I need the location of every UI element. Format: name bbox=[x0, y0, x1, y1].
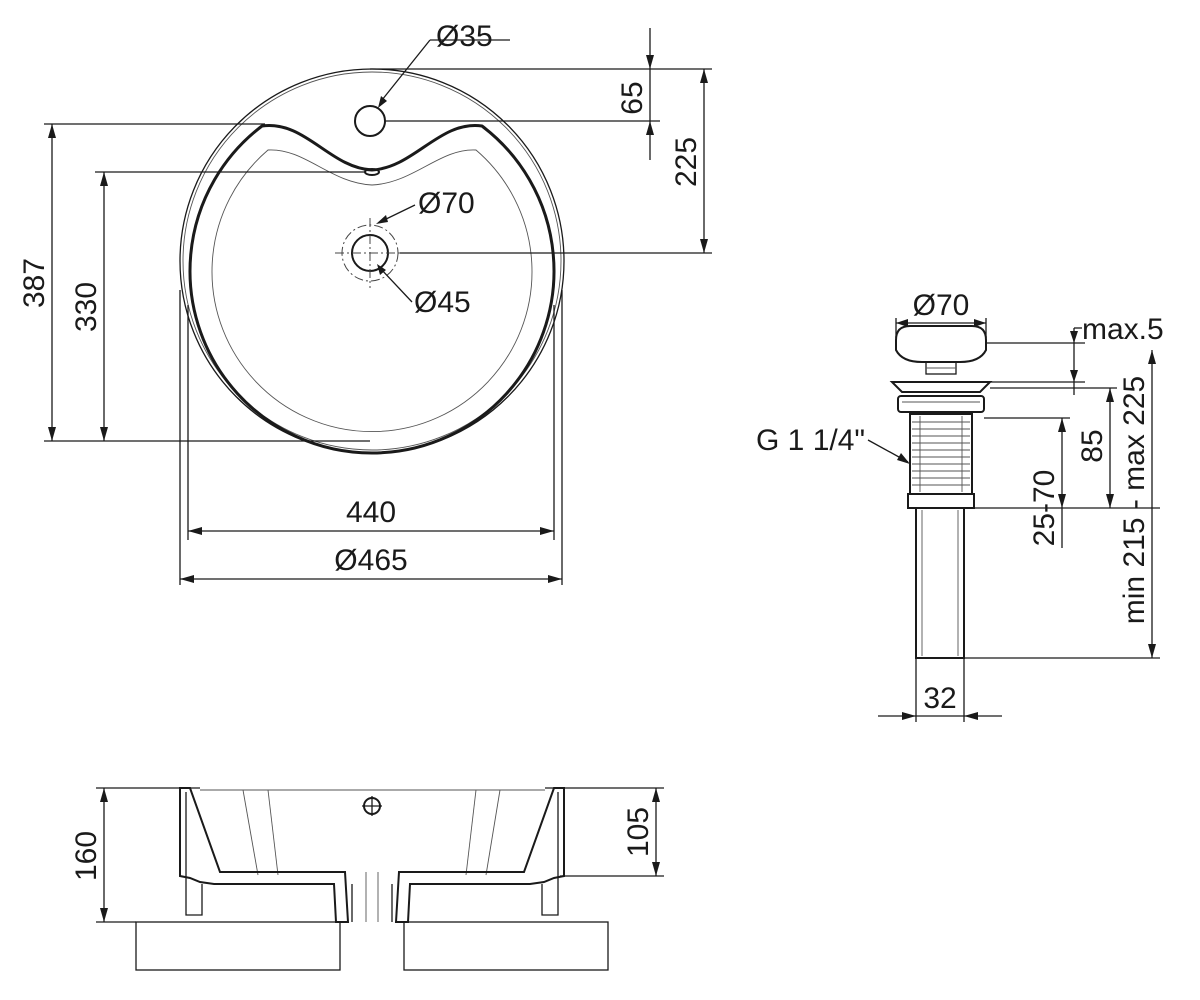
label-bowl-depth: 105 bbox=[622, 807, 655, 857]
label-cap-rise: max.5 bbox=[1082, 313, 1164, 346]
top-view: Ø35 Ø70 Ø45 65 225 387 330 bbox=[18, 20, 712, 585]
label-thread-length: 85 bbox=[1076, 429, 1109, 462]
basin-bowl-outline bbox=[188, 124, 556, 455]
label-total-length: min 215 - max 225 bbox=[1118, 376, 1151, 624]
basin-section-right bbox=[394, 787, 565, 923]
drain-nut bbox=[907, 493, 975, 509]
label-pipe-diameter: 32 bbox=[923, 682, 956, 715]
label-inner-width: 440 bbox=[346, 496, 396, 529]
countertop-right bbox=[403, 921, 609, 971]
label-thread: G 1 1/4" bbox=[756, 424, 865, 457]
tap-hole bbox=[354, 105, 386, 137]
label-cap-diameter: Ø70 bbox=[913, 289, 970, 322]
label-tap-offset: 65 bbox=[616, 81, 649, 114]
drain-washer bbox=[897, 395, 985, 413]
leader-tap-hole bbox=[381, 39, 431, 101]
drain-threaded-body bbox=[909, 413, 973, 495]
label-clamp-range: 25-70 bbox=[1028, 470, 1061, 547]
leader-drain-inner bbox=[379, 267, 413, 303]
overflow-slot bbox=[364, 168, 380, 176]
drain-assembly: Ø70 max.5 85 25-70 min 215 - max 225 bbox=[756, 289, 1164, 722]
label-tap-hole-diameter: Ø35 bbox=[436, 20, 493, 53]
label-total-depth: 387 bbox=[18, 258, 51, 308]
label-drain-outer-diameter: Ø70 bbox=[418, 187, 475, 220]
basin-section-left bbox=[179, 787, 350, 923]
basin-outer-rim-inner-line bbox=[182, 71, 562, 451]
label-drain-inner-diameter: Ø45 bbox=[414, 286, 471, 319]
drain-cap bbox=[895, 325, 987, 363]
side-view: 160 105 bbox=[70, 787, 664, 971]
label-total-height: 160 bbox=[70, 831, 103, 881]
label-drain-offset: 225 bbox=[670, 137, 703, 187]
drain-thread-lines bbox=[912, 416, 970, 492]
label-inner-depth: 330 bbox=[70, 282, 103, 332]
label-outer-diameter: Ø465 bbox=[334, 544, 407, 577]
countertop-left bbox=[135, 921, 341, 971]
basin-bowl-inner-line bbox=[211, 149, 533, 433]
drain-flange bbox=[889, 381, 993, 393]
drain-pipe bbox=[915, 507, 965, 659]
